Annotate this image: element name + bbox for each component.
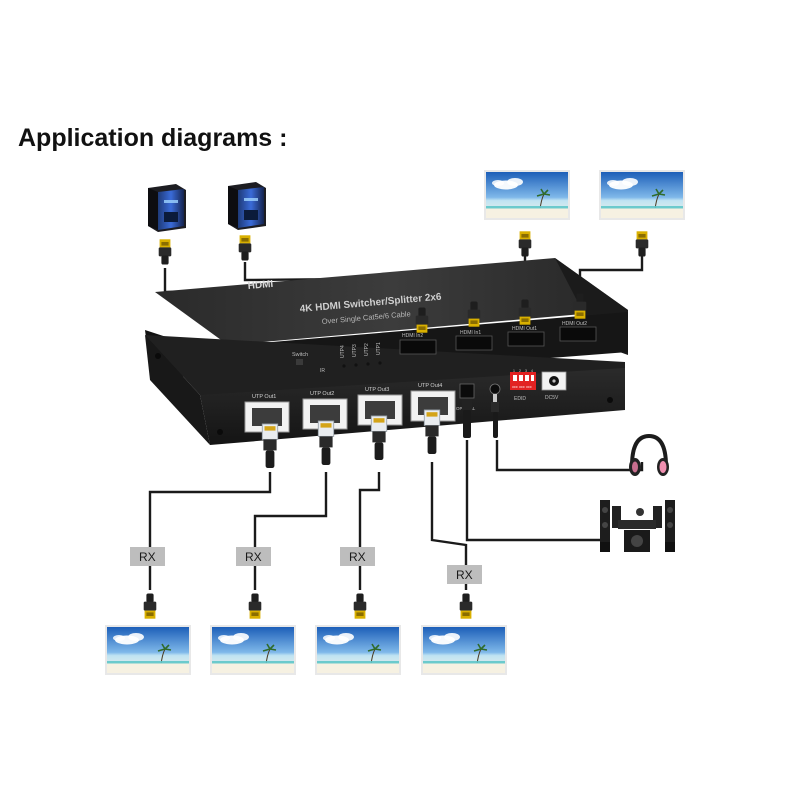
brand-logo: HDMI [247,279,274,292]
hdmi-connector-icon [353,593,367,619]
svg-text:OFF: OFF [512,385,518,389]
edid-dip-switch[interactable]: 1 2 3 4 OFF OFF OFF [510,369,536,390]
svg-text:RX: RX [456,568,473,582]
svg-text:OFF: OFF [519,385,525,389]
svg-text:UTP Out4: UTP Out4 [418,383,442,389]
rj45-connector-icon [317,420,335,466]
hdmi-in2-port: HDMI In2 [399,333,437,355]
pc-tower-icon [228,182,266,230]
svg-text:HDMI: HDMI [247,279,274,292]
svg-text:UTP3: UTP3 [352,344,358,357]
audio-plug-icon [491,394,499,438]
sources [148,182,266,232]
optical-port [459,383,475,399]
hdmi-ports: HDMI In2 HDMI In1 HDMI Out1 HDMI Out2 [399,321,597,355]
monitor-icon [599,170,685,220]
speaker-system-icon [600,500,675,552]
hdmi-in1-port: HDMI In1 [455,330,493,351]
svg-text:UTP4: UTP4 [340,345,346,358]
monitor-icon [210,625,296,675]
hdmi-out2-port: HDMI Out2 [559,321,597,342]
rj45-connector-icon [423,409,441,455]
svg-text:RX: RX [139,550,156,564]
diagram-title: Application diagrams : [18,124,288,152]
monitor-icon [315,625,401,675]
headphones-icon [629,433,669,476]
svg-text:HDMI In1: HDMI In1 [460,330,481,336]
switcher-device: HDMI 4K HDMI Switcher/Splitter 2x6 Over … [145,258,628,445]
rx-box-1: RX [130,547,165,566]
dc-label: DC5V [545,395,559,401]
switch-label: Switch [292,352,308,358]
rx-box-4: RX [447,565,482,584]
monitor-icon [421,625,507,675]
dc-power-port [541,371,567,391]
svg-text:2: 2 [519,369,521,373]
ir-label: IR [320,368,325,374]
hdmi-connector-icon [143,593,157,619]
switch-button[interactable] [296,359,303,365]
svg-text:1: 1 [513,369,515,373]
hdmi-connector-icon [248,593,262,619]
utp-out1-port: UTP Out1 [244,394,290,433]
hdmi-connector-icon [518,231,532,257]
svg-text:UTP Out2: UTP Out2 [310,391,334,397]
local-displays [484,170,685,220]
svg-text:4: 4 [531,369,533,373]
utp-ports: UTP Out1 UTP Out2 UTP Out3 UTP Out4 [244,383,456,433]
pc-tower-icon [148,184,186,232]
optical-plug-icon [462,400,472,438]
rj45-connector-icon [261,423,279,469]
hdmi-out1-port: HDMI Out1 [507,326,545,347]
rx-box-2: RX [236,547,271,566]
monitor-icon [105,625,191,675]
receivers: RX RX RX RX [130,547,482,584]
svg-text:UTP2: UTP2 [364,343,370,356]
svg-text:HDMI Out2: HDMI Out2 [562,321,587,327]
utp-out3-port: UTP Out3 [357,387,403,426]
cable-audio-to-headphones [495,440,644,472]
cable-optical-to-speakers [465,440,600,542]
hdmi-connector-icon [459,593,473,619]
utp-led-labels: UTP4 UTP3 UTP2 UTP1 [340,342,382,358]
svg-text:RX: RX [245,550,262,564]
svg-text:UTP1: UTP1 [376,342,382,355]
cable-utp1-to-rx1 [148,472,272,590]
utp-leds [342,361,382,368]
rj45-connector-icon [370,415,388,461]
hdmi-connector-icon [158,239,172,265]
svg-text:RX: RX [349,550,366,564]
hdmi-connector-icon [238,235,252,261]
audio-jack [489,383,501,395]
rx-box-3: RX [340,547,375,566]
svg-text:UTP Out1: UTP Out1 [252,394,276,400]
svg-text:3: 3 [525,369,527,373]
connectors [143,231,649,619]
svg-text:UTP Out3: UTP Out3 [365,387,389,393]
cable-utp3-to-rx3 [358,472,381,590]
svg-text:OFF: OFF [526,385,532,389]
svg-text:HDMI In2: HDMI In2 [402,333,423,339]
cable-utp2-to-rx2 [253,472,328,590]
edid-label: EDID [514,396,526,402]
remote-displays [105,625,507,675]
svg-text:HDMI Out1: HDMI Out1 [512,326,537,332]
monitor-icon [484,170,570,220]
hdmi-connector-icon [635,231,649,257]
